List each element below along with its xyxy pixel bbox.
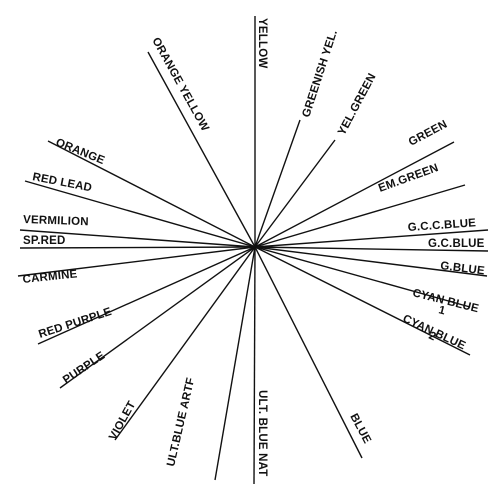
- ray-cyan-blue-2: [254, 246, 471, 356]
- ray-label-gc-blue: G.C.BLUE: [428, 238, 485, 250]
- ray-gc-blue: [254, 246, 489, 252]
- ray-label-orange-yellow: ORANGE YELLOW: [149, 36, 211, 134]
- ray-label-blue: BLUE: [347, 412, 373, 446]
- ray-sp-red: [19, 246, 256, 249]
- ray-label-gcc-blue: G.C.C.BLUE: [407, 217, 476, 234]
- ray-carmine: [17, 246, 256, 277]
- ray-green: [254, 141, 455, 248]
- ray-label-g-blue: G.BLUE: [440, 260, 486, 277]
- ray-label-violet: VIOLET: [107, 399, 138, 442]
- ray-label-orange: ORANGE: [54, 137, 107, 168]
- ray-label-greenish-yel: GREENISH YEL.: [300, 28, 340, 118]
- ray-red-purple: [37, 246, 256, 345]
- ray-label-cyan-blue-1: CYAN BLUE: [411, 287, 480, 315]
- ray-label-purple: PURPLE: [61, 350, 107, 387]
- ray-blue: [254, 246, 363, 459]
- ray-g-blue: [254, 246, 488, 277]
- ray-orange-yellow: [147, 51, 256, 248]
- ray-label-yellow: YELLOW: [256, 18, 268, 68]
- ray-label-carmine: CARMINE: [22, 268, 78, 286]
- ray-cyan-blue-1: [254, 246, 471, 308]
- ray-ult-blue-nat: [253, 246, 256, 485]
- ray-yel-green: [254, 139, 336, 248]
- ray-label-red-purple: RED PURPLE: [37, 306, 113, 341]
- ray-label-ult-blue-nat: ULT. BLUE NAT: [256, 390, 268, 477]
- ray-label-vermilion: VERMILION: [23, 214, 89, 228]
- ray-red-lead: [24, 180, 256, 248]
- ray-ult-blue-artf: [214, 246, 256, 481]
- ray-label-yel-green: YEL.GREEN: [336, 71, 379, 137]
- ray-layer: [17, 16, 489, 485]
- ray-purple: [59, 246, 256, 389]
- ray-gcc-blue: [254, 229, 489, 248]
- ray-label-ult-blue-artf: ULT.BLUE ARTF: [165, 377, 197, 468]
- ray-label-green: GREEN: [407, 118, 450, 148]
- ray-vermilion: [19, 229, 256, 248]
- ray-sublabel-cyan-blue-1: 1: [437, 304, 447, 317]
- ray-greenish-yel: [254, 119, 301, 248]
- ray-sublabel-cyan-blue-2: 2: [427, 330, 438, 344]
- ray-em-green: [254, 184, 466, 248]
- ray-label-sp-red: SP.RED: [23, 235, 66, 247]
- ray-orange: [47, 140, 256, 248]
- ray-violet: [114, 246, 256, 441]
